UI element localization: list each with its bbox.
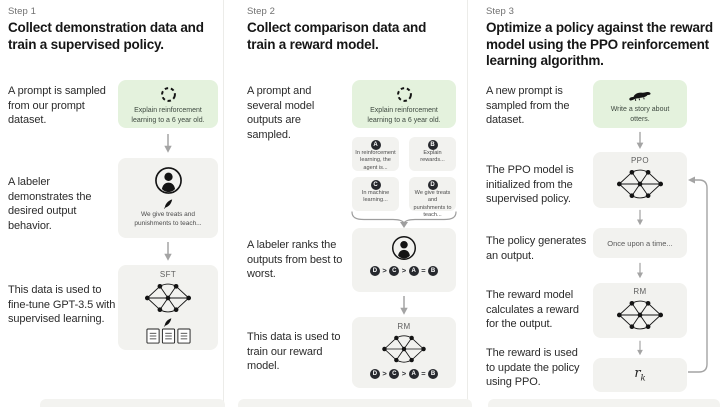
step1-caption-labeler: A labeler demonstrates the desired outpu… [8, 176, 92, 232]
rank-badge: C [389, 266, 400, 276]
down-arrow-icon [634, 209, 646, 227]
prompt-text: Write a story about otters. [610, 106, 670, 123]
step3-caption-prompt: A new prompt is sampled from the dataset… [486, 85, 570, 127]
step2-labeler-box: D > C > A = B [352, 228, 456, 292]
column-divider [467, 0, 468, 407]
step3-prompt-box: Write a story about otters. [593, 80, 687, 128]
step1-caption-prompt: A prompt is sampled from our prompt data… [8, 85, 106, 127]
rank-separator: = [421, 369, 426, 379]
rank-badge: D [369, 369, 380, 379]
down-arrow-icon [634, 340, 646, 357]
step2-label: Step 2 [247, 6, 276, 17]
output-option-b: B Explain rewards... [409, 137, 456, 171]
output-c-text: In machine learning... [361, 190, 390, 204]
cropped-box-edge [238, 399, 472, 407]
rank-separator: = [421, 266, 426, 276]
column-divider [223, 0, 224, 407]
step2-caption-ranks: A labeler ranks the outputs from best to… [247, 239, 343, 281]
output-d-text: We give treats and punishments to teach.… [413, 190, 452, 218]
cropped-box-edge [488, 399, 720, 407]
cropped-box-edge [40, 399, 225, 407]
rank-badge: A [408, 369, 419, 379]
sample-icon [160, 86, 177, 103]
step2-prompt-box: Explain reinforcement learning to a 6 ye… [352, 80, 456, 128]
network-icon [614, 297, 666, 333]
network-icon [378, 332, 430, 366]
step3-caption-update: The reward is used to update the policy … [486, 347, 580, 389]
feedback-loop-arrow-icon [688, 176, 708, 373]
rank-badge: B [428, 369, 439, 379]
sample-icon [396, 86, 413, 103]
output-option-d: D We give treats and punishments to teac… [409, 177, 456, 218]
step2-caption-sampled: A prompt and several model outputs are s… [247, 85, 315, 141]
sft-label: SFT [159, 270, 177, 279]
ranking-row: D > C > A = B [369, 369, 439, 379]
rank-separator: > [401, 266, 407, 276]
policy-output-box: Once upon a time... [593, 228, 687, 258]
otter-icon [628, 87, 652, 102]
output-a-text: In reinforcement learning, the agent is.… [355, 150, 396, 171]
rank-separator: > [382, 369, 387, 379]
policy-output-text: Once upon a time... [607, 238, 673, 248]
rm-label: RM [397, 322, 411, 331]
network-icon [614, 166, 666, 202]
sft-model-box: SFT [118, 265, 218, 350]
reward-value-box: rk [593, 358, 687, 392]
step3-caption-init: The PPO model is initialized from the su… [486, 164, 574, 206]
rank-separator: > [382, 266, 387, 276]
rm-model-box-step3: RM [593, 283, 687, 338]
step3-caption-reward: The reward model calculates a reward for… [486, 289, 579, 331]
step2-heading: Collect comparison data and train a rewa… [247, 20, 427, 52]
output-option-a: A In reinforcement learning, the agent i… [352, 137, 399, 171]
rank-separator: > [401, 369, 407, 379]
quill-icon [163, 317, 173, 327]
output-option-c: C In machine learning... [352, 177, 399, 211]
documents-icon [146, 328, 191, 344]
rank-badge: A [408, 266, 419, 276]
badge-a: A [370, 140, 381, 150]
down-arrow-icon [634, 131, 646, 151]
reward-symbol-sub: k [640, 373, 646, 384]
output-b-text: Explain rewards... [420, 150, 445, 164]
badge-c: C [370, 180, 381, 190]
badge-b: B [427, 140, 438, 150]
labeler-person-icon [154, 166, 183, 195]
ranking-row: D > C > A = B [369, 266, 439, 276]
step1-label: Step 1 [8, 6, 37, 17]
network-icon [142, 280, 194, 316]
step2-caption-train: This data is used to train our reward mo… [247, 331, 341, 373]
rank-badge: B [428, 266, 439, 276]
down-arrow-icon [162, 241, 174, 263]
rm-label: RM [633, 287, 647, 296]
reward-value: rk [634, 366, 645, 384]
prompt-text: Explain reinforcement learning to a 6 ye… [367, 107, 441, 124]
rank-badge: C [389, 369, 400, 379]
brace-arrowhead-icon [400, 222, 408, 228]
step1-prompt-box: Explain reinforcement learning to a 6 ye… [118, 80, 218, 128]
rank-badge: D [369, 266, 380, 276]
labeler-person-icon [391, 235, 417, 261]
ppo-label: PPO [630, 156, 650, 165]
reward-symbol-base: r [634, 366, 641, 382]
down-arrow-icon [634, 262, 646, 280]
prompt-text: Explain reinforcement learning to a 6 ye… [131, 107, 205, 124]
step1-labeler-box: We give treats and punishments to teach.… [118, 158, 218, 238]
step3-heading: Optimize a policy against the reward mod… [486, 20, 713, 69]
demonstration-text: We give treats and punishments to teach.… [134, 211, 202, 227]
ppo-model-box: PPO [593, 152, 687, 208]
badge-d: D [427, 180, 438, 190]
step1-heading: Collect demonstration data and train a s… [8, 20, 204, 52]
step3-label: Step 3 [486, 6, 515, 17]
down-arrow-icon [162, 133, 174, 155]
step1-caption-finetune: This data is used to fine-tune GPT-3.5 w… [8, 284, 116, 326]
quill-icon [163, 198, 174, 209]
step3-caption-output: The policy generates an output. [486, 235, 587, 262]
rm-model-box: RM D > C > A = B [352, 317, 456, 388]
down-arrow-icon [398, 295, 410, 317]
